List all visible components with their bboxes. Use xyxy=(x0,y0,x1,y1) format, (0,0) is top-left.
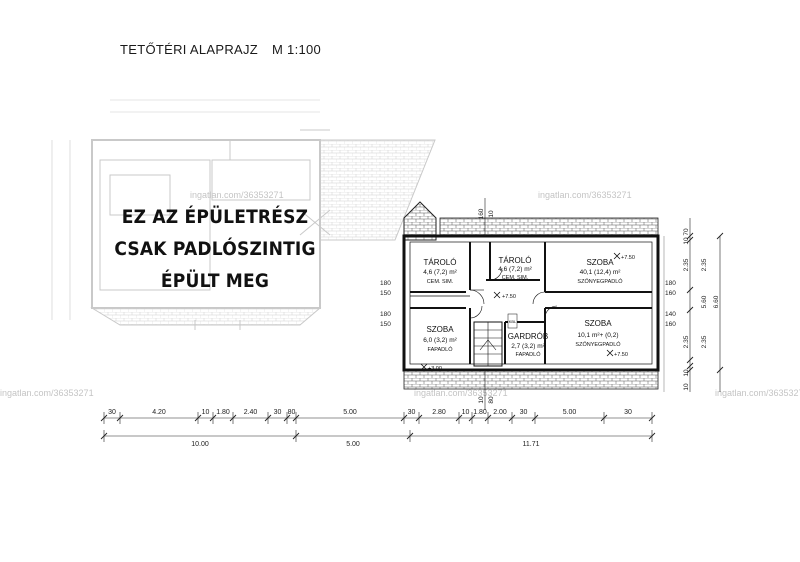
room-floor: SZŐNYEGPADLÓ xyxy=(577,278,623,285)
dim-label: 150 xyxy=(380,321,391,328)
dim-label: 2.80 xyxy=(432,409,446,416)
dim-label: 30 xyxy=(108,409,116,416)
dim-label: 2.35 xyxy=(683,258,690,271)
plan-title: TETŐTÉRI ALAPRAJZ M 1:100 xyxy=(120,42,321,57)
watermark: ingatlan.com/36353271 xyxy=(414,388,508,398)
room-name: TÁROLÓ xyxy=(424,258,457,267)
dim-label: 140 xyxy=(665,311,676,318)
dim-label: 2.00 xyxy=(493,409,507,416)
notice-line: CSAK PADLÓSZINTIG xyxy=(114,238,316,260)
dim-label: 10 xyxy=(488,210,495,218)
faded-building-part xyxy=(51,99,436,330)
attic-plan: +7.50 +7.50 +3.00 +7.50 KBL TÁROLÓ 4,6 (… xyxy=(402,201,660,390)
dim-label: 180 xyxy=(380,311,391,318)
dim-label: 2.35 xyxy=(701,258,708,271)
room-name: SZOBA xyxy=(426,325,454,334)
room-name: TÁROLÓ xyxy=(499,256,532,265)
dimension-lines xyxy=(100,198,721,442)
room-floor: CEM. SIM. xyxy=(427,279,454,285)
dim-label: 5.00 xyxy=(346,441,360,448)
dim-label: 150 xyxy=(380,290,391,297)
level-mark: +7.50 xyxy=(621,255,635,261)
dim-label: 2.35 xyxy=(683,335,690,348)
dim-label: 10 xyxy=(683,237,690,245)
dim-label: 10 xyxy=(462,409,470,416)
room-area: 4,6 (7,2) m² xyxy=(423,269,457,276)
notice-line: EZ AZ ÉPÜLETRÉSZ xyxy=(121,206,309,228)
level-mark: +3.00 xyxy=(428,366,442,372)
dim-label: 180 xyxy=(380,280,391,287)
dim-label: 160 xyxy=(665,290,676,297)
dim-label: 2.40 xyxy=(244,409,258,416)
room-area: 2,7 (3,2) m² xyxy=(511,343,545,350)
room-floor: FAPADLÓ xyxy=(428,346,454,353)
dim-label: 80 xyxy=(488,396,495,404)
watermark: ingatlan.com/36353271 xyxy=(190,190,284,200)
dim-label: 4.20 xyxy=(152,409,166,416)
dim-label: 2.35 xyxy=(701,335,708,348)
room-floor: CEM. SIM. xyxy=(502,275,529,281)
room-name: SZOBA xyxy=(584,319,612,328)
room-area: 40,1 (12,4) m² xyxy=(580,269,622,276)
room-area: 10,1 m²+ (0,2) xyxy=(577,332,618,339)
dim-label: 160 xyxy=(665,321,676,328)
dim-label: 30 xyxy=(274,409,282,416)
dim-label: 180 xyxy=(665,280,676,287)
dim-label: 80 xyxy=(288,409,296,416)
room-name: GARDRÓB xyxy=(508,332,548,341)
dim-label: 11.71 xyxy=(523,441,540,448)
room-area: 6,0 (3,2) m² xyxy=(423,337,457,344)
watermark: ingatlan.com/36353271 xyxy=(538,190,632,200)
dim-label: 6.60 xyxy=(713,295,720,308)
dim-label: 10 xyxy=(202,409,210,416)
dim-label: 160 xyxy=(478,208,485,219)
dim-label: 10 xyxy=(478,396,485,404)
dim-label: 5.00 xyxy=(563,409,577,416)
notice-line: ÉPÜLT MEG xyxy=(160,270,270,292)
room-floor: FAPADLÓ xyxy=(516,351,542,358)
room-area: 4,6 (7,2) m² xyxy=(498,266,532,273)
dim-label: 10.00 xyxy=(191,441,209,448)
plan-title-text: TETŐTÉRI ALAPRAJZ xyxy=(120,42,259,57)
room-name: SZOBA xyxy=(586,258,614,267)
dim-label: 1.80 xyxy=(473,409,487,416)
dim-label: 5.60 xyxy=(701,295,708,308)
level-mark: +7.50 xyxy=(614,352,628,358)
dim-label: 10 xyxy=(683,369,690,377)
dim-label: 10 xyxy=(683,383,690,391)
level-mark: +7.50 xyxy=(502,294,516,300)
gardrob-tag: KBL xyxy=(509,319,517,324)
dim-label: 1.80 xyxy=(216,409,230,416)
dim-label: 70 xyxy=(683,228,690,236)
dim-label: 30 xyxy=(624,409,632,416)
room-floor: SZŐNYEGPADLÓ xyxy=(575,341,621,348)
dim-label: 30 xyxy=(520,409,528,416)
dim-label: 30 xyxy=(408,409,416,416)
watermark: ingatlan.com/36353271 xyxy=(0,388,94,398)
dim-label: 5.00 xyxy=(343,409,357,416)
plan-scale: M 1:100 xyxy=(272,42,322,57)
watermark: ingatlan.com/36353271 xyxy=(715,388,800,398)
